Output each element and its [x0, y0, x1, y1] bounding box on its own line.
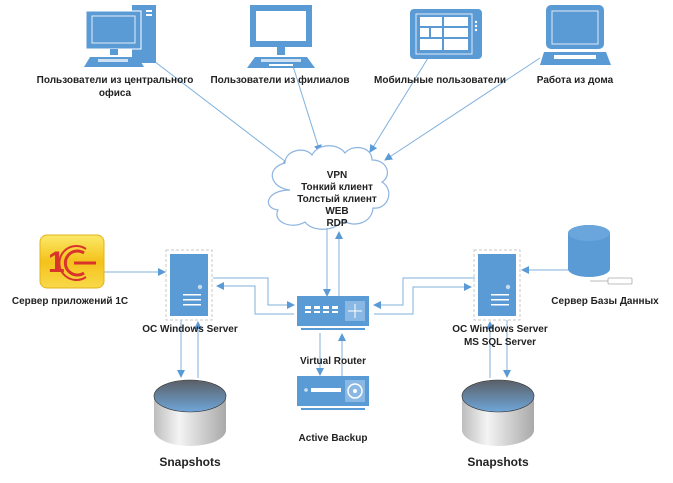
cloud-icon [267, 145, 390, 230]
label-left-server: ОС Windows Server [142, 324, 238, 335]
storage-disk-icon [461, 379, 535, 446]
cloud-line-thin-client: Тонкий клиент [301, 182, 373, 193]
monitor-icon [247, 5, 315, 68]
user-connections [149, 57, 541, 166]
right-snapshots-connections [486, 320, 511, 378]
connector-mobile [369, 57, 429, 153]
server-tower-icon [473, 249, 521, 321]
left-server-router-connections [213, 277, 295, 315]
cloud-line-vpn: VPN [326, 170, 348, 181]
label-mobile: Мобильные пользователи [374, 75, 506, 86]
connector-branches [292, 65, 322, 153]
label-right-server: ОС Windows Server MS SQL Server [440, 323, 560, 349]
cloud-router-connections [323, 228, 343, 298]
cloud-line-rdp: RDP [326, 218, 348, 229]
backup-appliance-icon [297, 376, 369, 410]
label-central-office: Пользователи из центрального офиса [30, 74, 200, 100]
router-backup-connections [316, 333, 346, 376]
label-snapshots-left: Snapshots [159, 455, 221, 469]
label-branches: Пользователи из филиалов [210, 75, 350, 86]
router-icon [297, 296, 369, 330]
label-home: Работа из дома [536, 75, 614, 86]
label-central-office-line1: Пользователи из центрального [36, 75, 194, 86]
label-central-office-line2: офиса [98, 88, 132, 99]
database-icon [568, 225, 633, 285]
cloud-label: VPN Тонкий клиент Толстый клиент WEB RDP [282, 170, 392, 230]
onec-logo-icon: 1 [39, 234, 105, 289]
label-right-server-line1: ОС Windows Server [452, 324, 548, 335]
desktop-pc-icon [84, 5, 156, 67]
cloud-line-web: WEB [325, 206, 349, 217]
label-backup: Active Backup [298, 433, 368, 444]
cloud-line-thick-client: Толстый клиент [297, 194, 377, 205]
label-db-server: Сервер Базы Данных [551, 296, 659, 307]
tablet-icon [410, 9, 482, 59]
connector-home [384, 57, 541, 161]
left-snapshots-connections [177, 320, 202, 378]
laptop-icon [540, 5, 611, 65]
connector-central-office [149, 57, 291, 166]
label-app-server: Сервер приложений 1С [11, 296, 129, 307]
label-right-server-line2: MS SQL Server [463, 337, 537, 348]
server-tower-icon [165, 249, 213, 321]
right-server-router-connections [373, 277, 475, 315]
label-router: Virtual Router [300, 356, 366, 367]
label-snapshots-right: Snapshots [467, 455, 529, 469]
storage-disk-icon [153, 379, 227, 446]
